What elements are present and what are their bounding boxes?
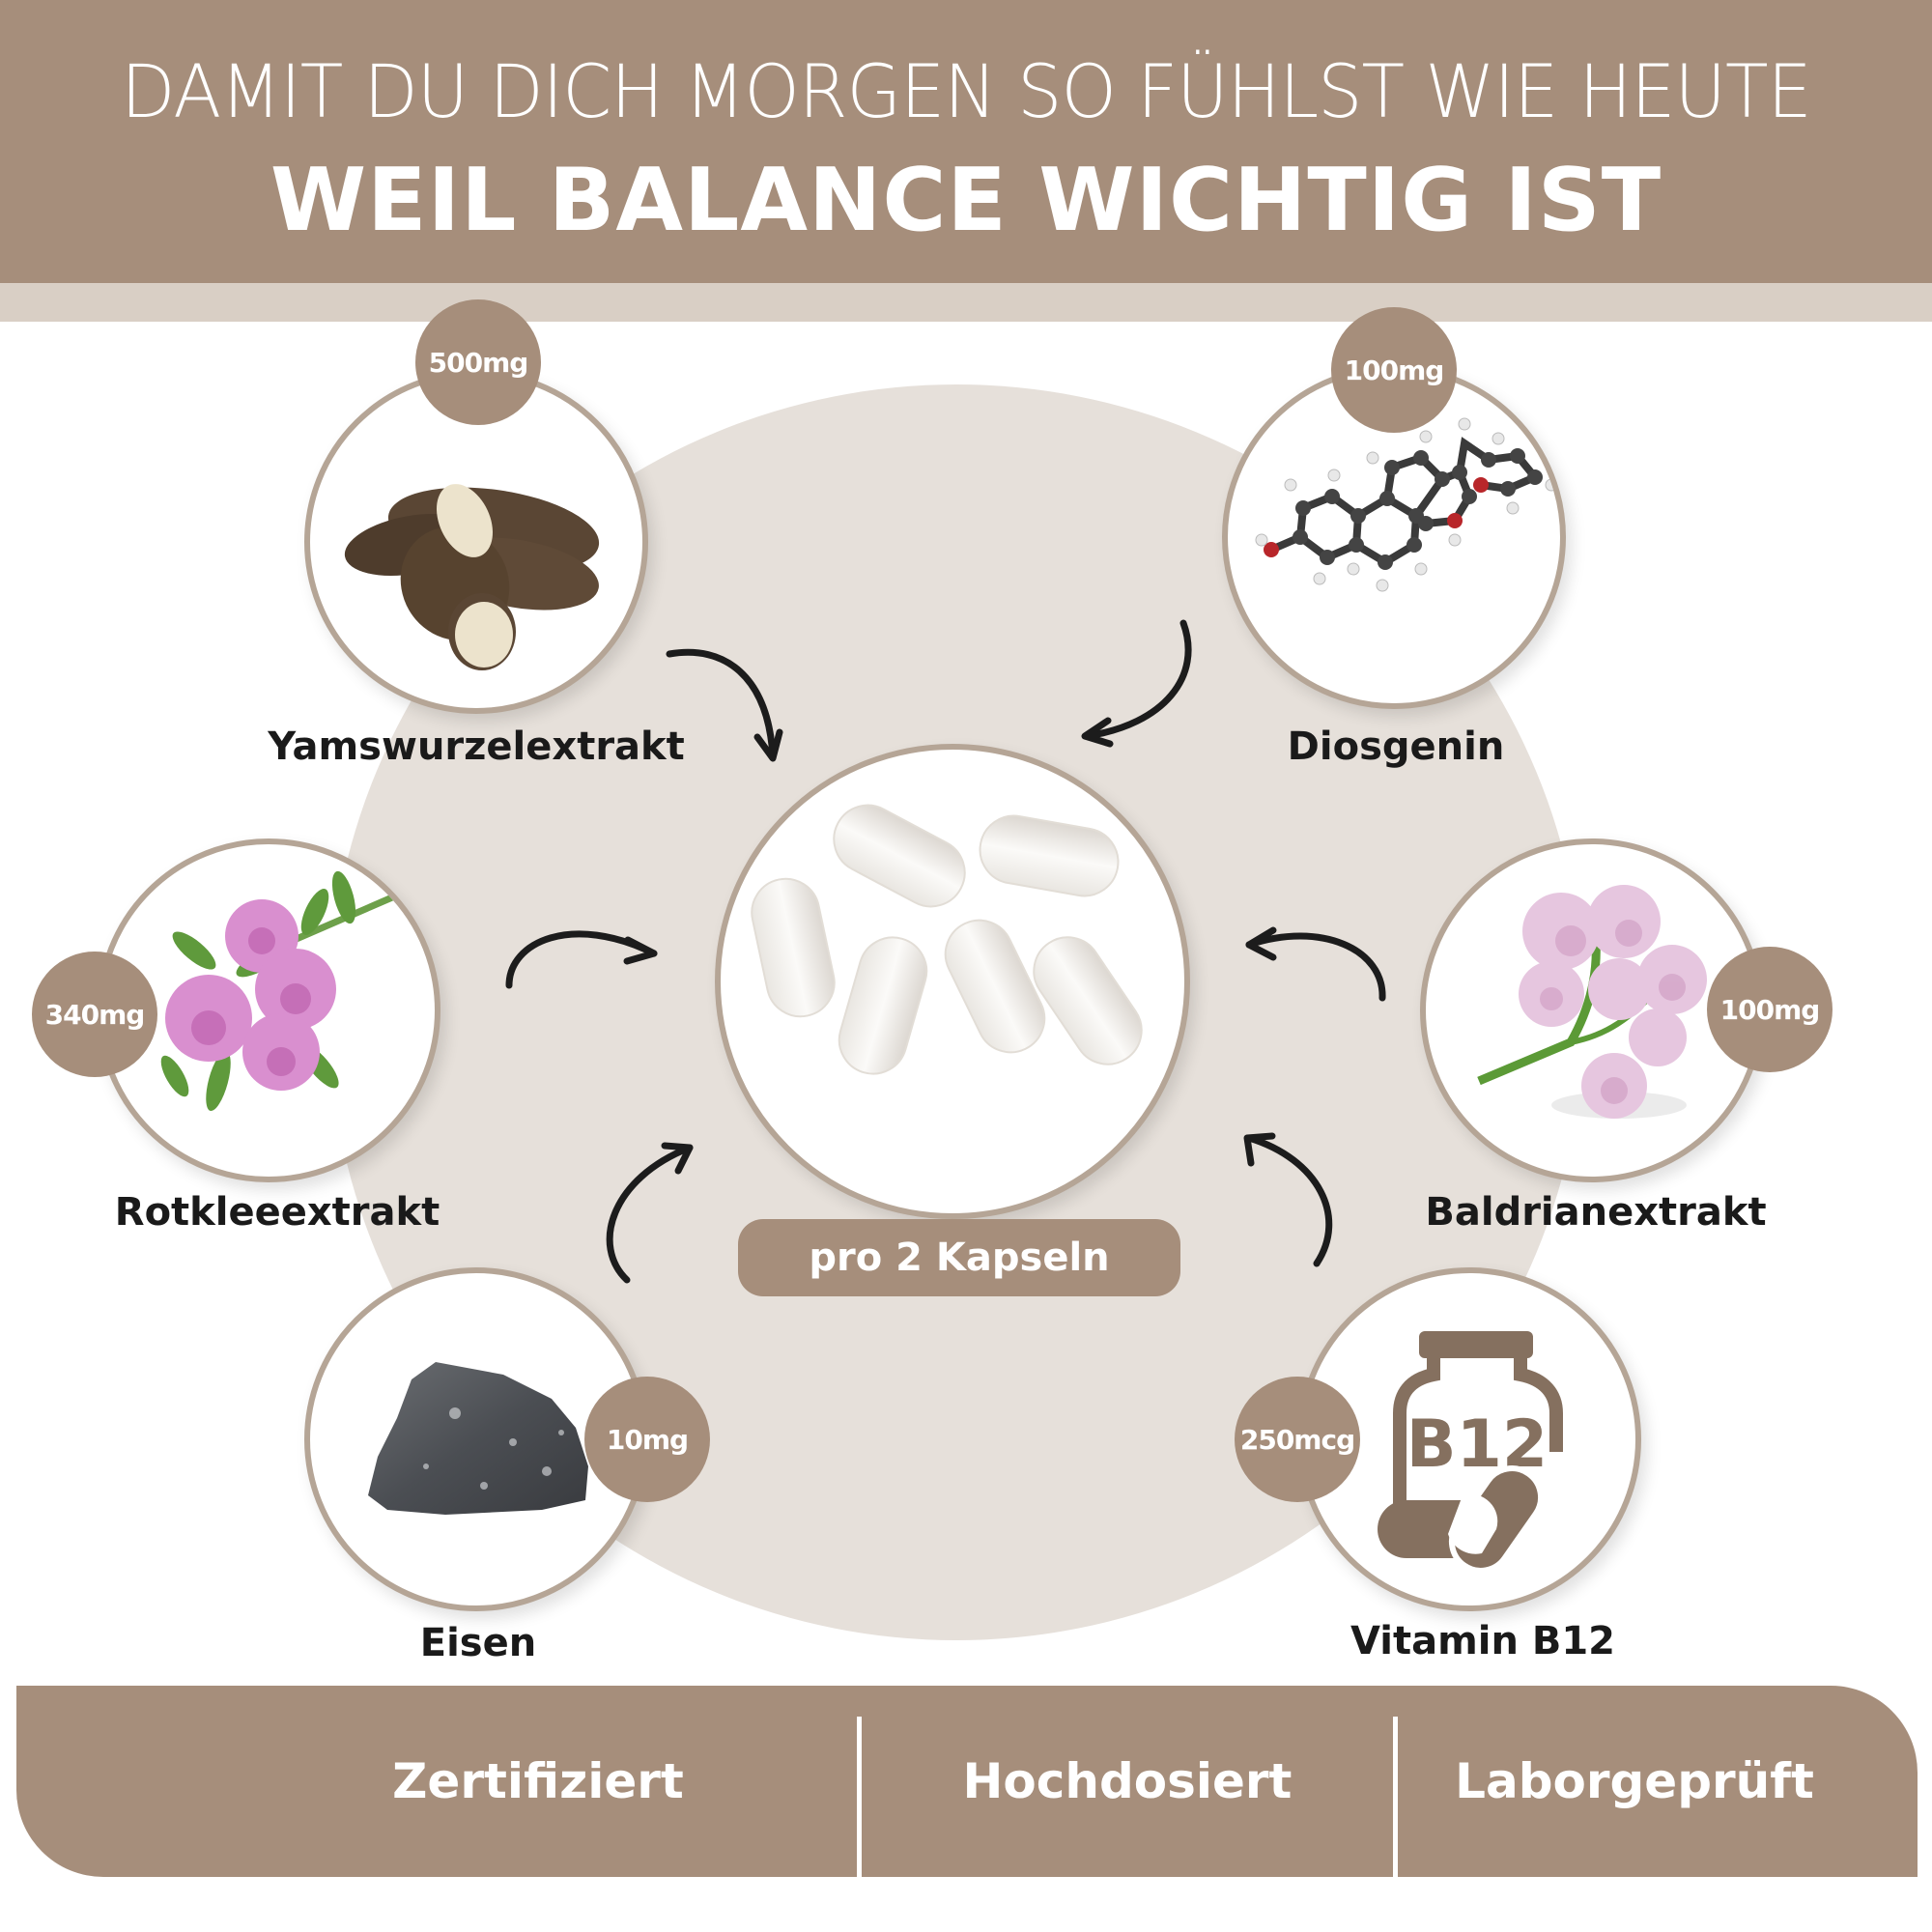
- label-yamswurzelextrakt: Yamswurzelextrakt: [268, 724, 685, 769]
- capsules-image: [751, 804, 1143, 1075]
- arrow-yams-to-center-icon: [666, 648, 783, 762]
- red-clover-image: [160, 870, 394, 1112]
- label-rotkleeextrakt: Rotkleeextrakt: [114, 1190, 440, 1235]
- dose-badge-rotklee: 340mg: [32, 952, 157, 1077]
- header-title: WEIL BALANCE WICHTIG IST: [270, 150, 1662, 251]
- iron-ore-image: [368, 1362, 588, 1515]
- dose-badge-eisen: 10mg: [584, 1377, 710, 1502]
- capsules-circle: [715, 744, 1190, 1219]
- label-vitamin-b12: Vitamin B12: [1350, 1619, 1616, 1663]
- valerian-flower-image: [1477, 885, 1707, 1119]
- header-subtitle: DAMIT DU DICH MORGEN SO FÜHLST WIE HEUTE: [121, 48, 1811, 134]
- header-banner: DAMIT DU DICH MORGEN SO FÜHLST WIE HEUTE…: [0, 0, 1932, 283]
- b12-bottle-icon: B12: [1378, 1331, 1563, 1574]
- dose-badge-b12: 250mcg: [1235, 1377, 1360, 1502]
- label-eisen: Eisen: [419, 1621, 537, 1665]
- footer-divider: [857, 1717, 862, 1889]
- footer-bar: Zertifiziert Hochdosiert Laborgeprüft: [16, 1686, 1918, 1889]
- footer-divider: [1393, 1717, 1398, 1889]
- arrow-eisen-to-center-icon: [606, 1142, 694, 1284]
- arrow-baldrian-to-center-icon: [1245, 926, 1386, 1002]
- dose-badge-yams: 500mg: [415, 299, 541, 425]
- molecule-image: [1255, 417, 1558, 592]
- arrow-b12-to-center-icon: [1243, 1132, 1333, 1267]
- footer-item-laborgeprueft: Laborgeprüft: [1455, 1753, 1814, 1809]
- footer-item-hochdosiert: Hochdosiert: [962, 1753, 1293, 1809]
- yam-root-image: [344, 484, 600, 670]
- footer-item-zertifiziert: Zertifiziert: [392, 1753, 684, 1809]
- dose-badge-baldrian: 100mg: [1707, 947, 1833, 1072]
- label-diosgenin: Diosgenin: [1287, 724, 1505, 769]
- dose-badge-diosgenin: 100mg: [1331, 307, 1457, 433]
- arrow-rotklee-to-center-icon: [505, 930, 658, 989]
- capsule-dose-caption: pro 2 Kapseln: [738, 1219, 1180, 1296]
- label-baldrianextrakt: Baldrianextrakt: [1425, 1190, 1767, 1235]
- arrow-diosgenin-to-center-icon: [1081, 619, 1192, 748]
- header-strip: [0, 283, 1932, 322]
